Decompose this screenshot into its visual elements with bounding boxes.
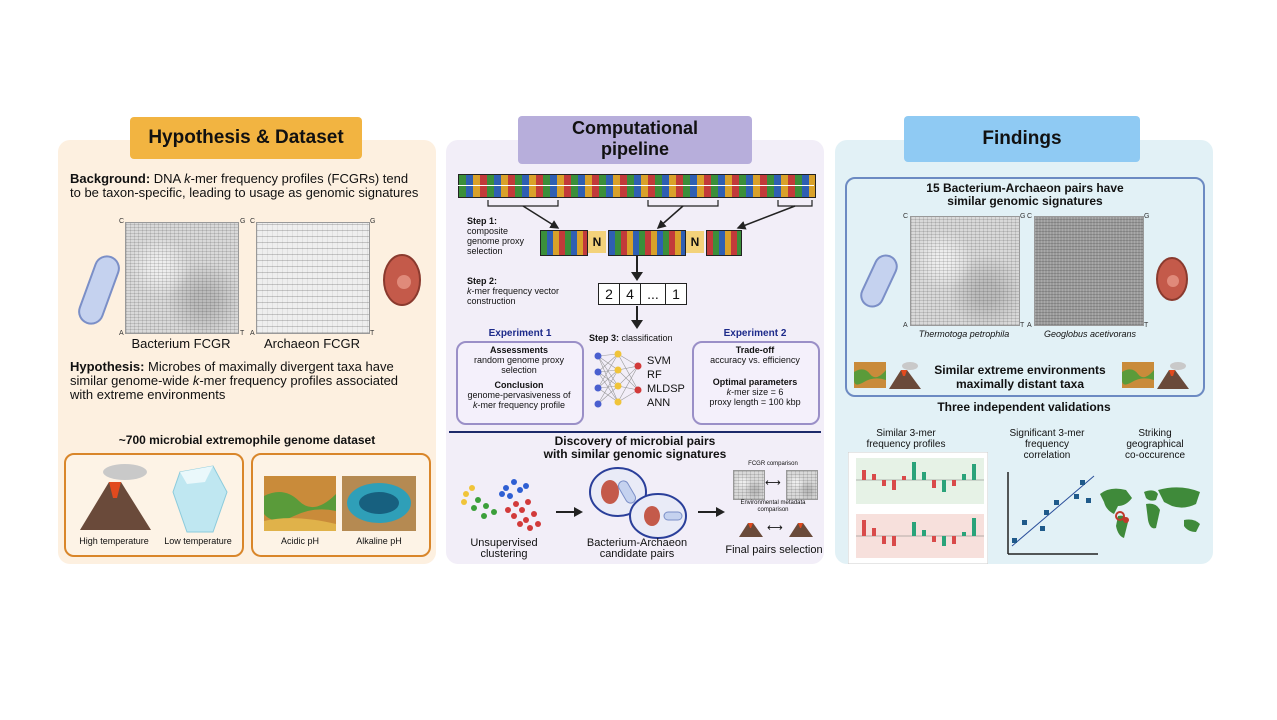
vector-cell: ... — [640, 283, 666, 305]
classifier-list: SVM RF MLDSP ANN — [647, 355, 685, 409]
corner-g: G — [240, 218, 246, 225]
bacterium-icon — [78, 255, 120, 325]
vector-cell: 2 — [598, 283, 620, 305]
corner-a: A — [250, 330, 255, 337]
alkaline-pool-image — [342, 476, 416, 531]
dna-strand — [458, 174, 816, 198]
double-arrow: ⟷ — [767, 522, 783, 534]
hypothesis-dataset-title: Hypothesis & Dataset — [130, 117, 362, 159]
mini-volcano-icon — [789, 523, 813, 537]
right-arrow — [698, 507, 725, 517]
pairs-box — [845, 177, 1205, 397]
step3-text: Step 3: classification — [589, 333, 673, 343]
corner-t: T — [1144, 322, 1149, 329]
corner-c: C — [903, 213, 909, 220]
corner-a: A — [903, 322, 908, 329]
acidic-landscape-image — [264, 476, 336, 531]
hypothesis-text: Hypothesis: Microbes of maximally diverg… — [70, 359, 399, 402]
env-label-low-temp: Low temperature — [164, 536, 232, 546]
experiment1-content: Assessments random genome proxy selectio… — [467, 345, 571, 410]
n-spacer: N — [686, 231, 704, 253]
acidic-landscape-image — [854, 362, 886, 388]
step2-text: Step 2: k-mer frequency vector construct… — [467, 276, 560, 306]
down-arrow — [631, 256, 643, 281]
proxy-fragment-1 — [540, 230, 588, 256]
corner-c: C — [1027, 213, 1033, 220]
vector-cell: 4 — [619, 283, 641, 305]
world-map-icon — [1100, 487, 1200, 538]
validations-title: Three independent validations — [937, 400, 1111, 414]
corner-t: T — [240, 330, 245, 337]
iceberg-icon — [172, 465, 228, 533]
double-arrow: ⟷ — [765, 477, 781, 489]
bacterium-icon — [860, 254, 898, 308]
findings-title: Findings — [904, 116, 1140, 162]
proxy-fragment-2 — [608, 230, 686, 256]
volcano-icon — [889, 362, 921, 389]
corner-g: G — [1020, 213, 1026, 220]
final-pairs-label: Final pairs selection — [725, 544, 823, 556]
corner-g: G — [1144, 213, 1150, 220]
candidate-pairs-icon — [589, 467, 687, 539]
experiment1-box — [456, 341, 584, 425]
neural-network-icon — [594, 350, 642, 408]
geoglobus-fcgr — [1034, 216, 1144, 326]
archaeon-icon — [1156, 257, 1188, 301]
experiment1-title: Experiment 1 — [488, 328, 552, 339]
bacterium-fcgr-caption: Bacterium FCGR — [131, 336, 231, 351]
step1-text: Step 1: composite genome proxy selection — [467, 216, 525, 256]
fragment-arrows — [487, 200, 813, 230]
experiment2-title: Experiment 2 — [723, 328, 787, 339]
volcano-icon — [80, 464, 151, 530]
env-label-alkaline: Alkaline pH — [356, 536, 402, 546]
corner-a: A — [119, 330, 124, 337]
mini-volcano-icon — [739, 523, 763, 537]
frequency-profile-charts — [848, 452, 988, 564]
comparison-fcgr-2 — [786, 470, 818, 500]
clustering-plot — [461, 479, 541, 531]
species2-label: Geoglobus acetivorans — [1043, 329, 1137, 339]
env-label-acidic: Acidic pH — [280, 536, 319, 546]
archaeon-icon — [383, 254, 421, 306]
comparison-fcgr-1 — [733, 470, 765, 500]
down-arrow — [631, 306, 643, 329]
acidic-landscape-image — [1122, 362, 1154, 388]
env-label-high-temp: High temperature — [79, 536, 149, 546]
right-arrow — [556, 507, 583, 517]
experiment2-box — [692, 341, 820, 425]
correlation-scatter — [1007, 472, 1098, 555]
corner-a: A — [1027, 322, 1032, 329]
archaeon-fcgr — [256, 222, 370, 334]
pipeline-divider — [449, 431, 821, 433]
corner-g: G — [370, 218, 376, 225]
species1-label: Thermotoga petrophila — [918, 329, 1010, 339]
experiment2-content: Trade-off accuracy vs. efficiency Optima… — [709, 345, 801, 407]
archaeon-fcgr-caption: Archaeon FCGR — [263, 336, 361, 351]
vector-cell: 1 — [665, 283, 687, 305]
background-text: Background: DNA k-mer frequency profiles… — [70, 171, 419, 200]
n-spacer: N — [588, 231, 606, 253]
corner-t: T — [1020, 322, 1025, 329]
dna-strand-divider — [458, 185, 814, 186]
bacterium-fcgr — [125, 222, 239, 334]
fcgr-comparison-label: FCGR comparison — [748, 461, 798, 467]
dataset-title: ~700 microbial extremophile genome datas… — [118, 433, 376, 447]
corner-t: T — [370, 330, 375, 337]
corner-c: C — [250, 218, 256, 225]
corner-c: C — [119, 218, 125, 225]
proxy-fragment-3 — [706, 230, 742, 256]
thermotoga-fcgr — [910, 216, 1020, 326]
volcano-icon — [1157, 362, 1189, 389]
